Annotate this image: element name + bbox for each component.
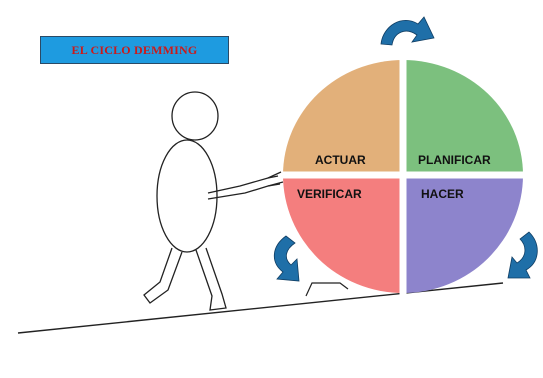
quadrant-actuar: [283, 60, 403, 175]
label-planificar: PLANIFICAR: [418, 153, 491, 167]
ground-slope-line: [17, 282, 504, 334]
figure-leg-back: [143, 247, 183, 304]
arrow-left-icon: [273, 235, 300, 282]
arrow-top-icon: [380, 16, 435, 46]
label-verificar: VERIFICAR: [297, 187, 362, 201]
figure-hand: [267, 171, 284, 187]
quadrant-planificar: [403, 60, 523, 175]
diagram-title: EL CICLO DEMMING: [71, 42, 198, 57]
figure-head: [171, 91, 219, 141]
stick-figure: [143, 91, 284, 311]
label-actuar: ACTUAR: [315, 153, 366, 167]
label-hacer: HACER: [421, 187, 464, 201]
title-box: EL CICLO DEMMING: [40, 36, 229, 64]
quadrant-verificar: [283, 175, 403, 293]
quadrant-hacer: [403, 175, 523, 293]
figure-arm: [207, 175, 281, 200]
pdca-wheel: [280, 58, 526, 295]
arrow-right-icon: [507, 231, 538, 279]
figure-body: [156, 139, 218, 253]
wheel-wedge: [305, 282, 349, 297]
cycle-arrows: [273, 16, 538, 282]
figure-leg-front: [195, 247, 227, 311]
